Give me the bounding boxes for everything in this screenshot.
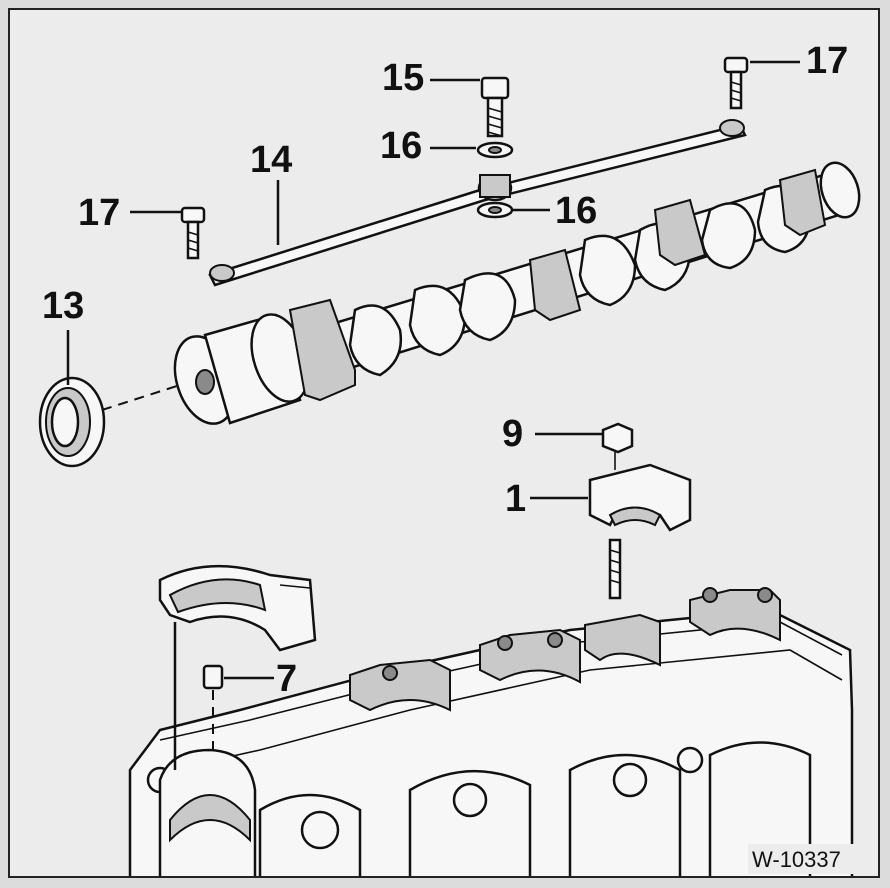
bearing-cap-front bbox=[158, 564, 317, 770]
bearing-cap-1 bbox=[530, 463, 692, 600]
washer-16-lower bbox=[476, 201, 550, 219]
callout-16-lower: 16 bbox=[555, 190, 597, 232]
dowel-pin-7 bbox=[202, 664, 274, 750]
exploded-view-panel: 15 16 16 17 17 14 13 9 1 7 W-10337 bbox=[8, 8, 880, 878]
camshaft bbox=[173, 161, 861, 425]
oil-spray-tube bbox=[208, 119, 747, 287]
reference-label-bg bbox=[748, 844, 874, 874]
cylinder-head bbox=[128, 587, 854, 876]
callout-9: 9 bbox=[502, 413, 523, 455]
bolt-17-left bbox=[130, 206, 206, 260]
callout-14: 14 bbox=[250, 139, 292, 181]
callout-16-upper: 16 bbox=[380, 125, 422, 167]
callout-1: 1 bbox=[505, 478, 526, 520]
exploded-parts-diagram: 15 16 16 17 17 14 13 9 1 7 W-10337 bbox=[38, 40, 874, 876]
oil-seal bbox=[38, 330, 181, 468]
callout-7: 7 bbox=[276, 658, 297, 700]
figure-reference-number: W-10337 bbox=[752, 847, 841, 872]
callout-15: 15 bbox=[382, 57, 424, 99]
callout-13: 13 bbox=[42, 285, 84, 327]
nut-9 bbox=[535, 422, 634, 470]
bolt-17-right bbox=[723, 56, 800, 110]
bolt-15 bbox=[430, 76, 510, 138]
callout-17-right: 17 bbox=[806, 40, 848, 82]
callout-17-left: 17 bbox=[78, 192, 120, 234]
washer-16-upper bbox=[430, 141, 514, 159]
